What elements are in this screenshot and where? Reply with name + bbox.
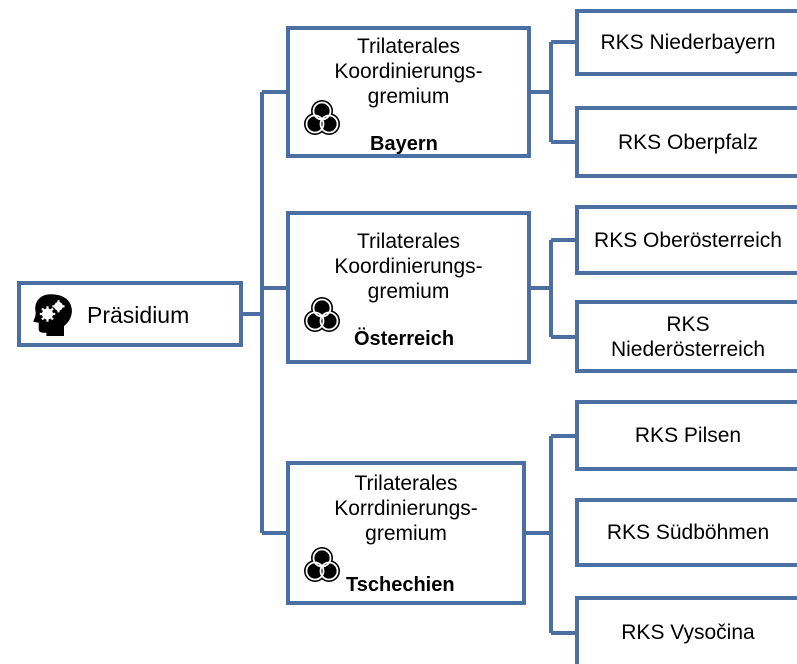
leaf-label: RKS Oberpfalz [617, 130, 759, 154]
venn-circles-icon [304, 100, 340, 135]
root-label: Präsidium [87, 302, 190, 328]
leaf-label: RKS Oberösterreich [594, 228, 782, 252]
leaf-node-rks-vysocina[interactable]: RKS Vysočina [575, 596, 797, 664]
leaf-label: RKS Vysočina [621, 620, 755, 644]
committee-node-tschechien[interactable]: Trilaterales Korrdinierungs- gremium Tsc… [286, 461, 526, 605]
committee-country: Tschechien [346, 574, 455, 596]
committee-country: Bayern [370, 133, 438, 155]
leaf-label: RKS Pilsen [634, 424, 742, 447]
committee-line3: gremium [367, 85, 450, 108]
leaf-node-rks-oberpfalz[interactable]: RKS Oberpfalz [575, 106, 797, 178]
leaf-node-rks-oberoesterreich[interactable]: RKS Oberösterreich [575, 205, 797, 275]
leaf-node-rks-niederoesterreich[interactable]: RKS Niederösterreich [575, 300, 797, 373]
committee-node-bayern[interactable]: Trilaterales Koordinierungs- gremium Bay… [286, 26, 531, 158]
committee-node-oesterreich[interactable]: Trilaterales Koordinierungs- gremium Öst… [286, 211, 531, 364]
leaf-label: RKS Südböhmen [606, 521, 770, 544]
leaf-node-rks-niederbayern[interactable]: RKS Niederbayern [575, 9, 797, 76]
committee-line2: Koordinierungs- [334, 255, 483, 278]
leaf-label: RKS Niederösterreich [610, 312, 766, 361]
committee-line2: Koordinierungs- [334, 60, 483, 83]
committee-line1: Trilaterales [356, 230, 461, 253]
venn-circles-icon [304, 297, 340, 332]
committee-country: Österreich [354, 328, 455, 350]
head-gears-icon [33, 294, 72, 336]
leaf-label: RKS Niederbayern [600, 31, 776, 54]
committee-line3: gremium [367, 280, 450, 303]
committee-line1: Trilaterales [354, 472, 458, 495]
committee-line2: Korrdinierungs- [334, 497, 478, 520]
committee-line3: gremium [365, 522, 447, 545]
leaf-node-rks-pilsen[interactable]: RKS Pilsen [575, 400, 797, 471]
committee-line1: Trilaterales [356, 35, 461, 58]
leaf-node-rks-suedboehmen[interactable]: RKS Südböhmen [575, 498, 797, 567]
root-node[interactable]: Präsidium [17, 281, 243, 347]
venn-circles-icon [304, 547, 340, 582]
